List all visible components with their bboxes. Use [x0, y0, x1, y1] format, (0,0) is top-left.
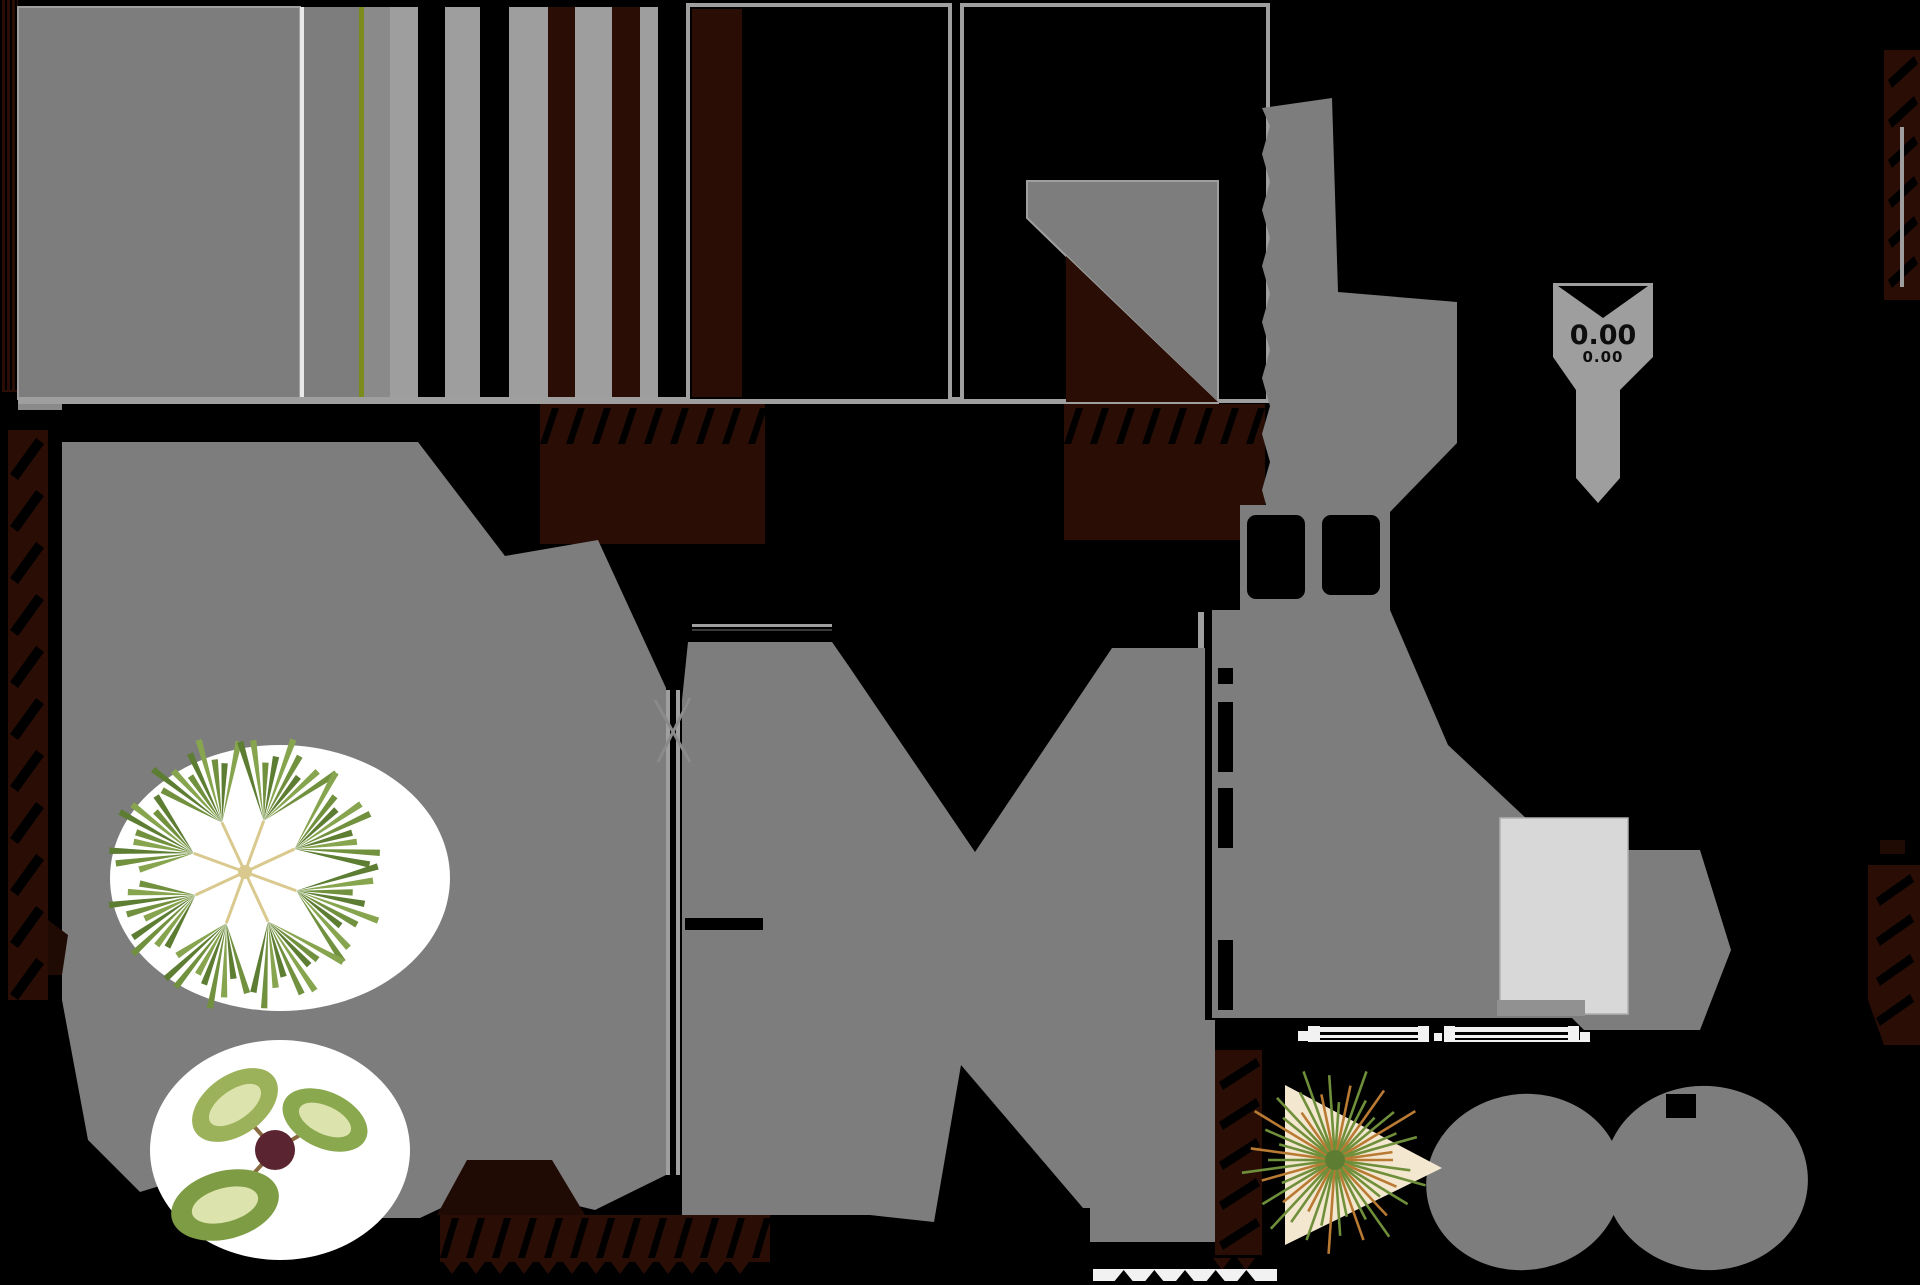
hatch-foot [437, 1160, 585, 1215]
stair-stripe [390, 7, 418, 399]
insulation-hatch-column-bottom-right [1213, 1050, 1262, 1270]
garden-blobs [1426, 1085, 1808, 1271]
stair-stripe [364, 7, 390, 399]
broadleaf-plant-icon [171, 1068, 368, 1241]
ledge-shadow [692, 629, 832, 631]
stair-stripes [300, 7, 658, 399]
fence-base [1444, 1040, 1590, 1042]
leaf-center [208, 1083, 262, 1127]
partition-wall-line [653, 690, 692, 1175]
stair-stripe [445, 7, 480, 399]
hatch-zigzag [540, 408, 767, 444]
hatch-block-a [540, 404, 767, 544]
cross-mark [656, 697, 692, 763]
planting-cone [1241, 1070, 1442, 1254]
hatch-fill [1064, 404, 1265, 540]
tick [1218, 788, 1233, 848]
leaf-center [191, 1186, 259, 1224]
datum-triangle-icon [1558, 286, 1648, 318]
fence-post [1434, 1033, 1442, 1041]
scale-bar-marks [1114, 1270, 1256, 1281]
wall-strip-line [5, 0, 7, 390]
insulation-hatch-right-bottom [1868, 840, 1920, 1045]
fence-post [1308, 1026, 1320, 1041]
large-wall-panel [17, 6, 301, 400]
hatch-teeth [1213, 1258, 1255, 1270]
hatch-mark [1880, 840, 1905, 854]
tick [1218, 668, 1233, 684]
tick [1218, 702, 1233, 772]
leaf-center [298, 1102, 352, 1138]
palm-tree-icon [108, 738, 380, 1009]
light-panel [1499, 817, 1629, 1015]
fence-post [1418, 1026, 1429, 1041]
tall-mass-body [1262, 98, 1457, 512]
fence-rail [1455, 1035, 1568, 1038]
hatch-dashes [10, 438, 44, 1000]
stair-stripe-maroon [548, 7, 575, 399]
stair-stripe [640, 7, 658, 399]
edge-line [1900, 127, 1904, 287]
plant-core [255, 1130, 295, 1170]
fence-post [1568, 1026, 1579, 1041]
insulation-hatch-left [8, 430, 68, 1000]
fence-post [1444, 1026, 1455, 1041]
stair-stripe-olive [359, 7, 364, 399]
garden-blob-1 [1426, 1093, 1622, 1271]
stair-stripe [575, 7, 612, 399]
fence-rail [1320, 1035, 1418, 1038]
roof-flag [1026, 180, 1219, 406]
wall-line [676, 690, 680, 1175]
wall-panel [17, 6, 301, 400]
wall-strip-line [15, 0, 17, 390]
hatch-teeth [443, 1262, 749, 1274]
datum-pin-shape [1553, 283, 1653, 503]
hatch-zigzag [440, 1218, 771, 1258]
datum-pin: 0.00 0.00 [1553, 283, 1653, 503]
insulation-hatch-right-top [1884, 50, 1920, 300]
wall-line [666, 690, 670, 1175]
fence-rail [1455, 1027, 1568, 1032]
fence-post [1298, 1031, 1308, 1041]
stair-stripe [304, 7, 359, 399]
datum-text-line1: 0.00 [1570, 320, 1637, 351]
hatch-block-b [1064, 404, 1265, 540]
window-opening [1247, 515, 1305, 599]
door-slot [685, 918, 763, 930]
roof-flag-shape [1026, 180, 1219, 406]
garden-blob-2 [1604, 1085, 1808, 1271]
tick [1218, 940, 1233, 1010]
stair-stripe-white [300, 7, 304, 399]
roof-flag-void [1066, 256, 1218, 402]
hatch-foot [48, 920, 68, 975]
window-opening [1322, 515, 1380, 595]
insulation-hatch-bottom [437, 1160, 771, 1274]
fence-rail [1320, 1027, 1418, 1032]
grass-plant-icon [1241, 1070, 1426, 1254]
blob-notch [1666, 1094, 1696, 1118]
hatch-zigzag [1064, 408, 1265, 444]
datum-text-line2: 0.00 [1582, 348, 1623, 366]
hatch-zigzag [1219, 1058, 1260, 1250]
hatch-zigzag [1876, 874, 1914, 1026]
panel-base [1497, 1000, 1585, 1016]
ledge-line [692, 624, 832, 631]
fence-base [1308, 1040, 1429, 1042]
fence-post [1580, 1032, 1590, 1041]
insulation-band [692, 9, 742, 397]
wall-strip-line [10, 0, 12, 390]
stair-stripe [509, 7, 548, 399]
ledge-top [692, 624, 832, 627]
baseline [18, 397, 1218, 404]
room-outline-1 [686, 3, 952, 403]
fence-line [1298, 1026, 1590, 1042]
central-building-mass [682, 642, 1205, 1240]
stair-stripe-maroon [612, 7, 640, 399]
scale-bar [1093, 1269, 1277, 1281]
stair-ticks [1218, 668, 1233, 1010]
